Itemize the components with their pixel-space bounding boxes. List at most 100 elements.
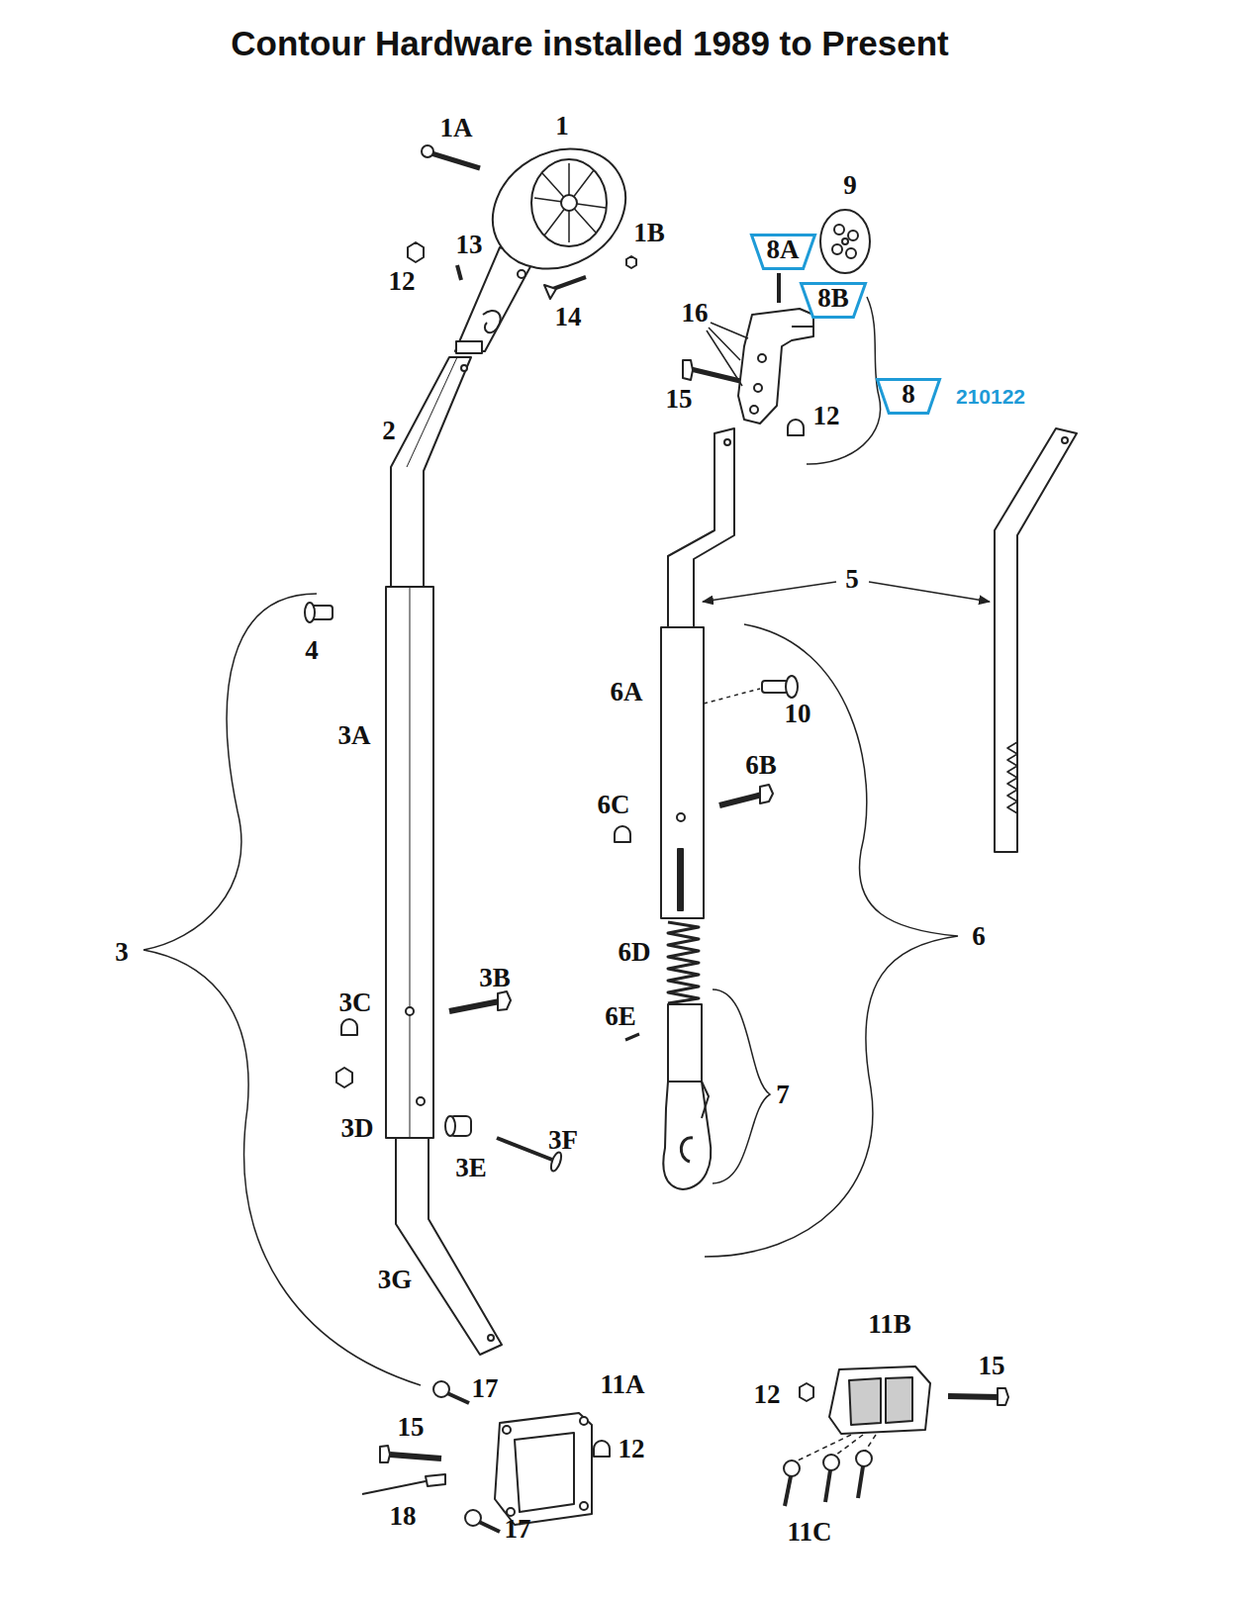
latch-mechanism — [738, 308, 814, 424]
callout-number: 3E — [455, 1154, 487, 1182]
hardware-drawing — [806, 296, 881, 465]
leader-arrow — [868, 581, 990, 602]
bracket — [712, 989, 770, 1184]
bolt — [948, 1388, 1009, 1406]
screw — [784, 1476, 791, 1507]
screw — [465, 1510, 500, 1532]
bolt — [449, 991, 511, 1012]
screw — [823, 1454, 840, 1471]
callout-number: 12 — [388, 268, 416, 295]
leader-arrow — [702, 581, 837, 602]
mounting-plate — [514, 1432, 574, 1513]
nut — [336, 1067, 353, 1088]
mounting-plate — [829, 1366, 931, 1434]
disc — [842, 238, 849, 245]
mounting-plate — [494, 1413, 592, 1525]
callout-number: 6D — [618, 939, 652, 966]
callout-number: 2 — [381, 417, 396, 445]
hardware-drawing — [461, 365, 468, 372]
callout-number: 13 — [456, 231, 483, 259]
callout-number: 6A — [610, 678, 644, 706]
bolt — [948, 1396, 1000, 1398]
teeth — [1007, 742, 1018, 814]
screw — [783, 1460, 800, 1477]
callout-number: 8B — [817, 285, 850, 316]
bolt — [389, 1454, 442, 1459]
hook — [701, 1081, 709, 1119]
hook — [663, 1004, 711, 1190]
callout-trapezoid: 8A — [750, 233, 817, 271]
latch-mechanism — [754, 383, 762, 392]
handle-casting — [471, 125, 648, 293]
pin — [304, 602, 315, 623]
latch-mechanism — [738, 308, 814, 424]
hardware-drawing — [409, 586, 411, 1139]
mounting-plate — [849, 1378, 881, 1426]
mounting-plate — [502, 1426, 511, 1434]
callout-number: 3D — [341, 1115, 375, 1143]
hook — [680, 1138, 693, 1162]
handle-casting — [482, 310, 501, 333]
callout-number: 15 — [666, 385, 693, 413]
callout-number: 6B — [745, 752, 777, 779]
rivet — [362, 1481, 426, 1495]
callout-trapezoid: 8 — [875, 378, 942, 415]
callout-number: 17 — [472, 1375, 499, 1403]
mounting-plate — [579, 1502, 588, 1511]
callout-number: 15 — [978, 1352, 1006, 1380]
handle-casting — [456, 341, 482, 354]
sleeve-tube — [385, 586, 434, 1139]
callout-number: 3 — [114, 939, 129, 966]
screw — [783, 1460, 800, 1507]
screw — [544, 285, 557, 299]
screw — [856, 1450, 872, 1467]
trapezoid-outline — [801, 283, 866, 317]
trapezoid-outline — [877, 379, 941, 413]
hook — [663, 1081, 711, 1190]
latch-mechanism — [791, 325, 814, 328]
callout-number: 18 — [389, 1503, 417, 1530]
callout-number: 12 — [618, 1435, 646, 1463]
trapezoid-outline — [751, 234, 815, 269]
callout-number: 1 — [555, 112, 570, 140]
callout-number: 12 — [813, 402, 841, 430]
hardware-drawing — [1061, 437, 1068, 444]
callout-number: 8A — [766, 236, 800, 268]
screw — [856, 1450, 872, 1499]
bolt — [421, 145, 434, 158]
bushing — [445, 1116, 456, 1137]
screw — [478, 1522, 500, 1532]
disc — [834, 224, 845, 235]
bracket — [143, 593, 958, 1386]
callout-number: 17 — [504, 1516, 532, 1543]
screw — [825, 1470, 831, 1503]
handle-casting — [455, 125, 648, 354]
title: Contour Hardware installed 1989 to Prese… — [230, 25, 949, 61]
pin — [304, 602, 333, 623]
callout-number: 15 — [397, 1414, 425, 1441]
callout-number: 3C — [339, 989, 373, 1017]
hardware-drawing — [677, 849, 683, 911]
callout-number: 4 — [304, 637, 319, 665]
hook — [667, 1004, 702, 1082]
disc — [848, 230, 858, 241]
callout-number: 1B — [633, 219, 666, 247]
hardware-drawing — [406, 357, 458, 468]
pin — [761, 680, 788, 693]
bolt — [997, 1388, 1009, 1406]
hardware-drawing — [706, 322, 749, 386]
bolt — [549, 1150, 564, 1173]
callout-number: 14 — [555, 303, 582, 331]
bracket — [704, 624, 958, 1257]
callout-number: 3G — [378, 1266, 413, 1294]
bolt — [431, 153, 480, 169]
mounting-plate — [885, 1377, 913, 1424]
lower-tube — [395, 1138, 502, 1355]
acorn-nut — [593, 1440, 610, 1457]
callout-number: 3B — [478, 964, 511, 992]
pin — [457, 265, 462, 281]
hardware-drawing — [405, 1007, 414, 1016]
callout-number: 6E — [604, 1003, 637, 1031]
bolt — [380, 1445, 442, 1463]
callout-number: 9 — [843, 172, 858, 199]
